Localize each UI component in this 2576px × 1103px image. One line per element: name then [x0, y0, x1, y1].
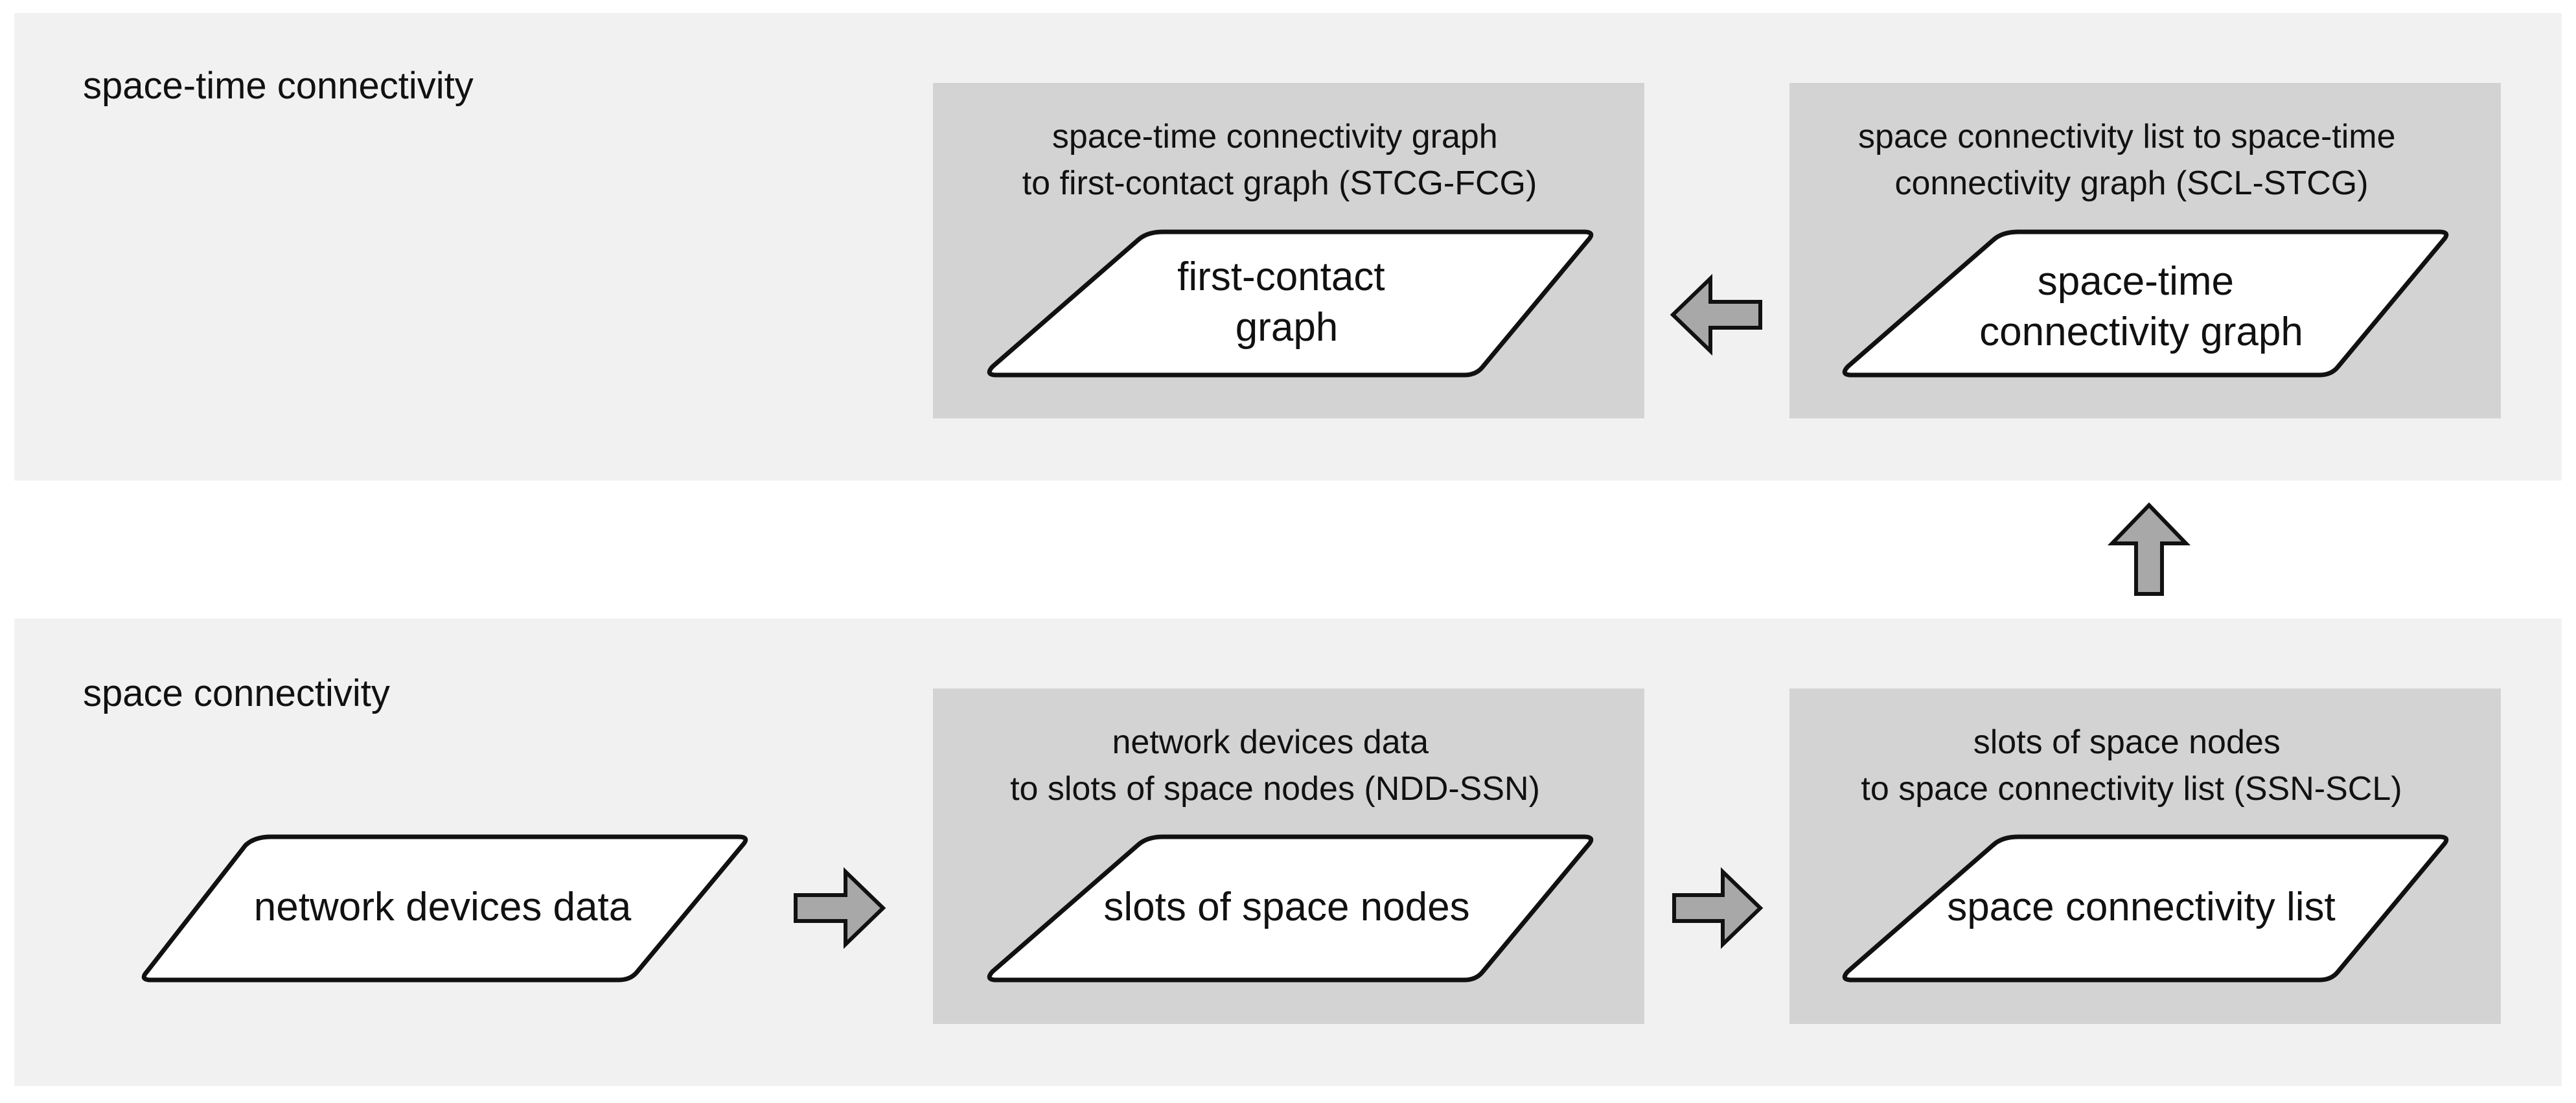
data-label-space-time-connectivity-graph: space-time connectivity graph [1979, 259, 2303, 354]
process-title-scl-stcg: space connectivity list to space-time co… [1858, 118, 2405, 202]
data-label-first-contact-graph: first-contact graph [1177, 255, 1396, 350]
process-title-stcg-fcg: space-time connectivity graph to first-c… [1022, 118, 1537, 202]
data-shape-space-time-connectivity-graph [1842, 229, 2449, 378]
arrow-up-icon [2107, 502, 2191, 596]
arrow-left-icon [1670, 273, 1762, 356]
process-title-line: to slots of space nodes (NDD-SSN) [1010, 770, 1540, 808]
data-label-slots-of-space-nodes: slots of space nodes [1103, 885, 1469, 929]
process-title-line: to first-contact graph (STCG-FCG) [1022, 165, 1537, 202]
arrow-right-icon [1672, 867, 1764, 949]
data-label-network-devices-data: network devices data [254, 885, 632, 929]
data-label-line: slots of space nodes [1103, 885, 1469, 929]
data-label-line: connectivity graph [1979, 310, 2303, 354]
data-shape-network-devices-data [141, 834, 748, 983]
data-shape-slots-of-space-nodes [987, 834, 1594, 983]
space-section-title: space connectivity [83, 672, 390, 714]
process-title-line: to space connectivity list (SSN-SCL) [1861, 770, 2402, 808]
data-label-line: first-contact [1177, 255, 1385, 299]
data-shape-space-connectivity-list [1842, 834, 2449, 983]
space-time-section-title: space-time connectivity [83, 65, 474, 107]
data-label-line: space-time [2038, 259, 2234, 304]
process-title-ndd-ssn: network devices data to slots of space n… [1010, 723, 1540, 808]
process-title-line: space connectivity list to space-time [1858, 118, 2395, 155]
data-label-space-connectivity-list: space connectivity list [1947, 885, 2336, 929]
process-title-line: network devices data [1112, 723, 1429, 761]
arrow-right-icon [794, 867, 886, 949]
data-shape-first-contact-graph [987, 229, 1594, 378]
process-title-ssn-scl: slots of space nodes to space connectivi… [1861, 723, 2402, 808]
process-title-line: slots of space nodes [1973, 723, 2281, 761]
data-label-line: graph [1236, 305, 1339, 350]
process-title-line: connectivity graph (SCL-STCG) [1894, 165, 2368, 202]
data-label-line: network devices data [254, 885, 632, 929]
process-title-line: space-time connectivity graph [1052, 118, 1498, 155]
data-label-line: space connectivity list [1947, 885, 2336, 929]
